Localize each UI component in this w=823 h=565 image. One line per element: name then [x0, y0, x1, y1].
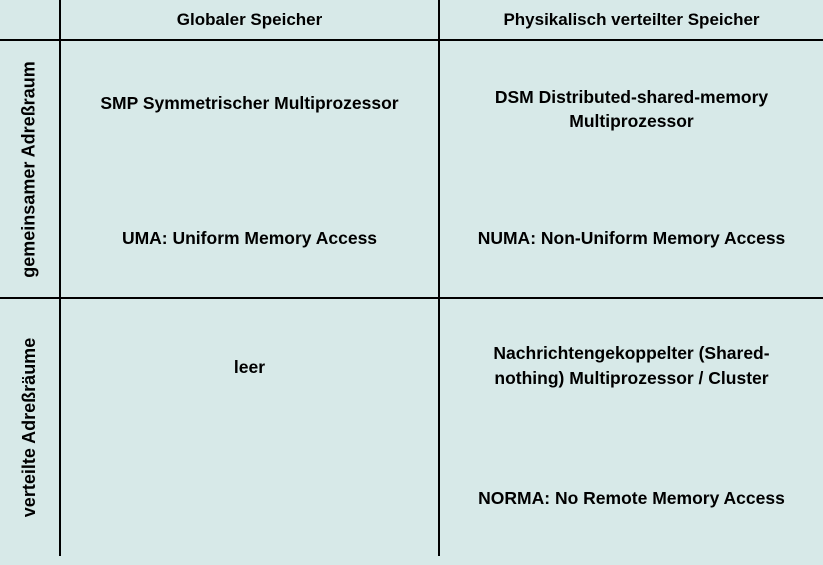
row-divider-line: [0, 297, 823, 299]
column-divider-line: [438, 0, 440, 556]
row-header-shared-address-space-label: gemeinsamer Adreßraum: [19, 60, 40, 278]
column-header-physically-distributed-memory: Physikalisch verteilter Speicher: [503, 10, 760, 29]
cell-dsm-title: DSM Distributed-shared-memory Multiproze…: [494, 87, 769, 131]
cell-empty-label: leer: [233, 357, 266, 377]
cell-smp-title: SMP Symmetrischer Multiprozessor: [100, 93, 399, 113]
column-header-global-memory: Globaler Speicher: [176, 10, 323, 29]
cell-numa-label: NUMA: Non-Uniform Memory Access: [477, 228, 786, 248]
cell-shared-nothing-title: Nachrichtengekoppelter (Shared- nothing)…: [493, 343, 770, 388]
row-header-shared-address-space: gemeinsamer Adreßraum: [0, 41, 59, 297]
cell-uma-label: UMA: Uniform Memory Access: [121, 228, 378, 248]
row-header-distributed-address-spaces-label: verteilte Adreßräume: [19, 337, 39, 518]
row-header-divider-line: [59, 0, 61, 556]
header-underline: [0, 39, 823, 41]
row-header-distributed-address-spaces: verteilte Adreßräume: [0, 299, 59, 556]
cell-norma-label: NORMA: No Remote Memory Access: [478, 488, 785, 508]
